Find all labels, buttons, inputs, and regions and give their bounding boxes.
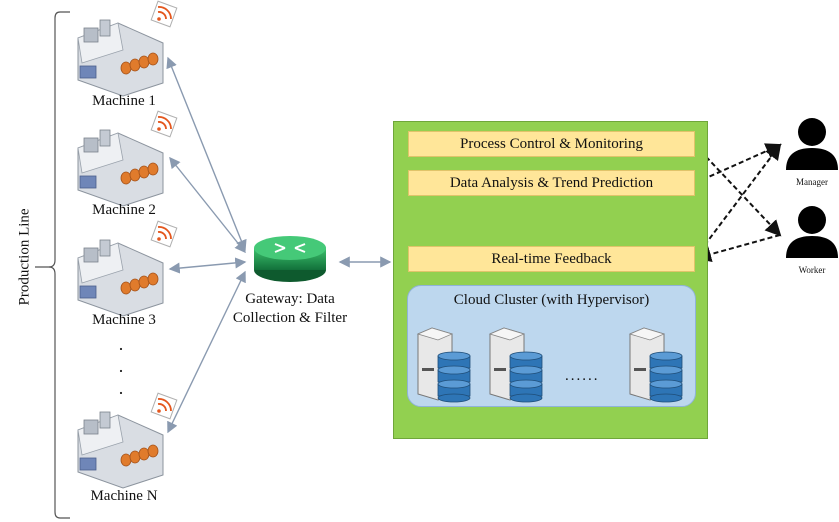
industrial-machine-icon bbox=[77, 110, 178, 207]
realtime-feedback-bar: Real-time Feedback bbox=[408, 246, 695, 272]
machine-label-3: Machine 3 bbox=[92, 312, 156, 328]
machine-gateway-arrows bbox=[166, 56, 247, 434]
wifi-signal-icon bbox=[150, 220, 178, 248]
gateway-label-line1: Gateway: Data bbox=[245, 291, 335, 307]
wifi-signal-icon bbox=[150, 0, 178, 28]
machine-label-n: Machine N bbox=[90, 488, 158, 504]
worker-label: Worker bbox=[798, 265, 826, 275]
person-icon bbox=[786, 118, 838, 170]
ellipsis-dot: · bbox=[118, 339, 124, 359]
ellipsis-dot: · bbox=[118, 361, 124, 381]
wifi-signal-icon bbox=[150, 110, 178, 138]
production-line-label: Production Line bbox=[16, 208, 33, 306]
cloud-cluster: Cloud Cluster (with Hypervisor) bbox=[407, 285, 696, 407]
machine-label-2: Machine 2 bbox=[92, 202, 156, 218]
person-icon bbox=[786, 206, 838, 258]
router-icon bbox=[254, 236, 326, 282]
gateway-label: Gateway: Data Collection & Filter bbox=[215, 290, 365, 328]
production-line-bracket bbox=[35, 11, 70, 519]
feedback-dashed-arrows bbox=[694, 143, 782, 262]
process-control-bar: Process Control & Monitoring bbox=[408, 131, 695, 157]
ellipsis-dot: · bbox=[118, 383, 124, 403]
wifi-signal-icon bbox=[150, 392, 178, 420]
servers-ellipsis: ...... bbox=[565, 368, 600, 384]
industrial-machine-icon bbox=[77, 220, 178, 317]
data-analysis-bar: Data Analysis & Trend Prediction bbox=[408, 170, 695, 196]
industrial-machine-icon bbox=[77, 392, 178, 489]
industrial-machine-icon bbox=[77, 0, 178, 97]
manager-label: Manager bbox=[796, 177, 828, 187]
gateway-label-line2: Collection & Filter bbox=[232, 310, 348, 326]
machine-label-1: Machine 1 bbox=[92, 93, 156, 109]
cloud-cluster-title: Cloud Cluster (with Hypervisor) bbox=[453, 292, 650, 308]
